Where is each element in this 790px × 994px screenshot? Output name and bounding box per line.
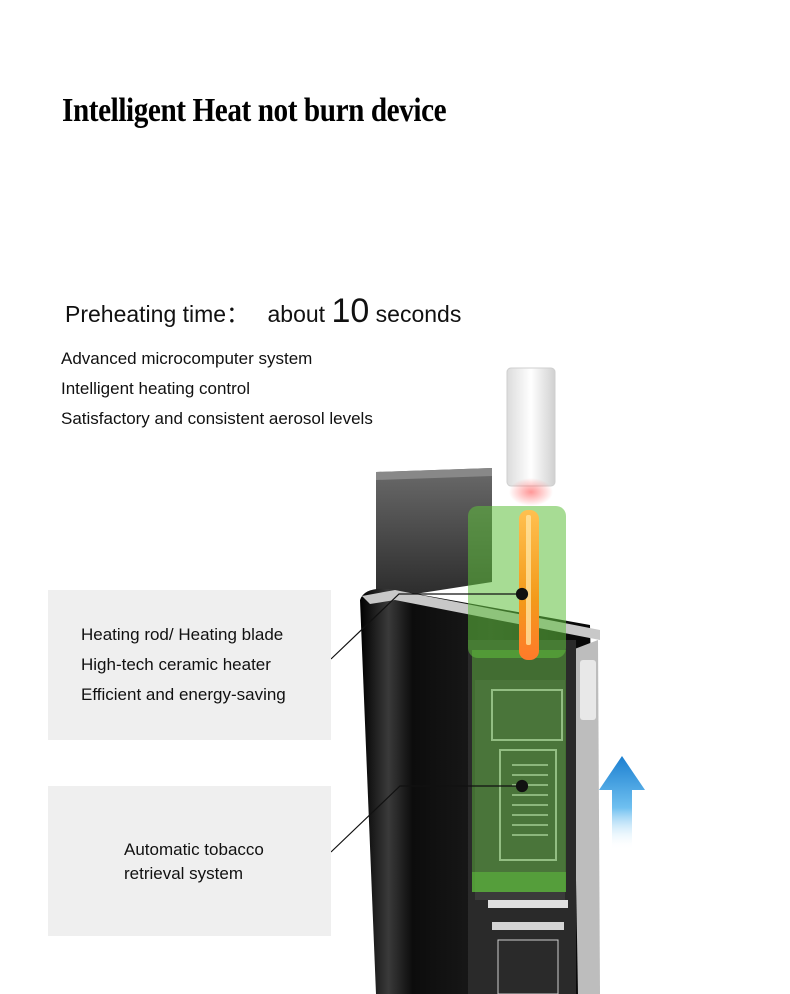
callout-tobacco-retrieval: Automatic tobacco retrieval system: [48, 786, 331, 936]
page-title: Intelligent Heat not burn device: [62, 92, 447, 129]
callout-line: retrieval system: [124, 864, 244, 883]
callout-line: High-tech ceramic heater: [81, 655, 271, 674]
callout-line: Efficient and energy-saving: [81, 685, 286, 704]
feature-item: Satisfactory and consistent aerosol leve…: [61, 409, 373, 428]
heatstick: [506, 367, 556, 506]
preheat-prefix: about: [267, 301, 326, 327]
device-cap: [376, 468, 492, 600]
feature-list: Advanced microcomputer system Intelligen…: [61, 344, 373, 434]
feature-item: Advanced microcomputer system: [61, 349, 313, 368]
preheat-value: 10: [331, 292, 370, 330]
preheat-label: Preheating time：: [65, 301, 250, 327]
callout-leader-retrieval: [330, 779, 529, 853]
preheat-line: Preheating time： about 10 seconds: [65, 292, 461, 331]
heating-chamber-highlight: [468, 506, 566, 892]
heating-rod: [519, 510, 539, 660]
callout-line: Heating rod/ Heating blade: [81, 625, 284, 644]
callout-leader-heating: [330, 587, 529, 660]
preheat-unit: seconds: [375, 301, 462, 327]
callout-line: Automatic tobacco: [124, 840, 264, 859]
airflow-arrow-icon: [599, 756, 645, 850]
callout-heating-rod: Heating rod/ Heating blade High-tech cer…: [48, 590, 331, 740]
feature-item: Intelligent heating control: [61, 379, 251, 398]
